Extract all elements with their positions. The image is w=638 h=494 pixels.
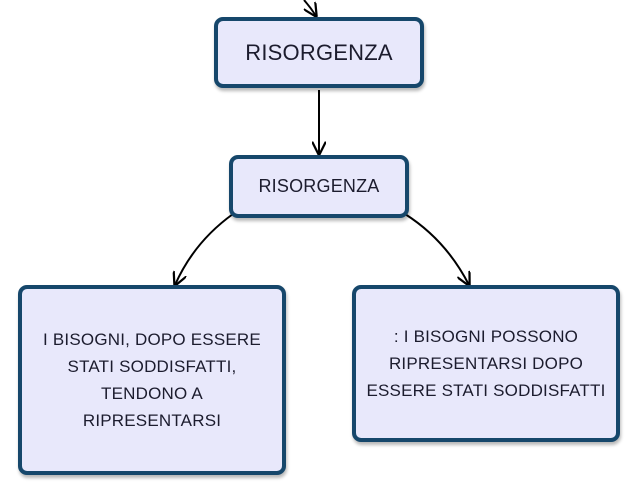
node-risorgenza-top[interactable]: RISORGENZA (214, 17, 424, 88)
edge-middle-to-right (404, 213, 469, 285)
node-definition-right[interactable]: : I BISOGNI POSSONO RIPRESENTARSI DOPO E… (352, 285, 620, 442)
node-risorgenza-middle[interactable]: RISORGENZA (229, 155, 409, 218)
node-left-text: I BISOGNI, DOPO ESSERE STATI SODDISFATTI… (33, 326, 271, 434)
node-top-label: RISORGENZA (245, 39, 393, 65)
node-right-line: ESSERE STATI SODDISFATTI (366, 381, 606, 400)
edge-middle-to-left (175, 213, 234, 285)
edge-incoming-to-top (303, 0, 316, 16)
node-left-line: STATI SODDISFATTI, (67, 357, 237, 376)
node-right-line: : I BISOGNI POSSONO (393, 327, 579, 346)
node-left-line: TENDONO A (101, 384, 203, 403)
node-left-line: I BISOGNI, DOPO ESSERE (43, 330, 261, 349)
node-right-text: : I BISOGNI POSSONO RIPRESENTARSI DOPO E… (356, 323, 615, 404)
node-right-line: RIPRESENTARSI DOPO (388, 354, 584, 373)
node-definition-left[interactable]: I BISOGNI, DOPO ESSERE STATI SODDISFATTI… (18, 285, 286, 475)
node-middle-label: RISORGENZA (258, 176, 380, 196)
node-left-line: RIPRESENTARSI (82, 411, 222, 430)
